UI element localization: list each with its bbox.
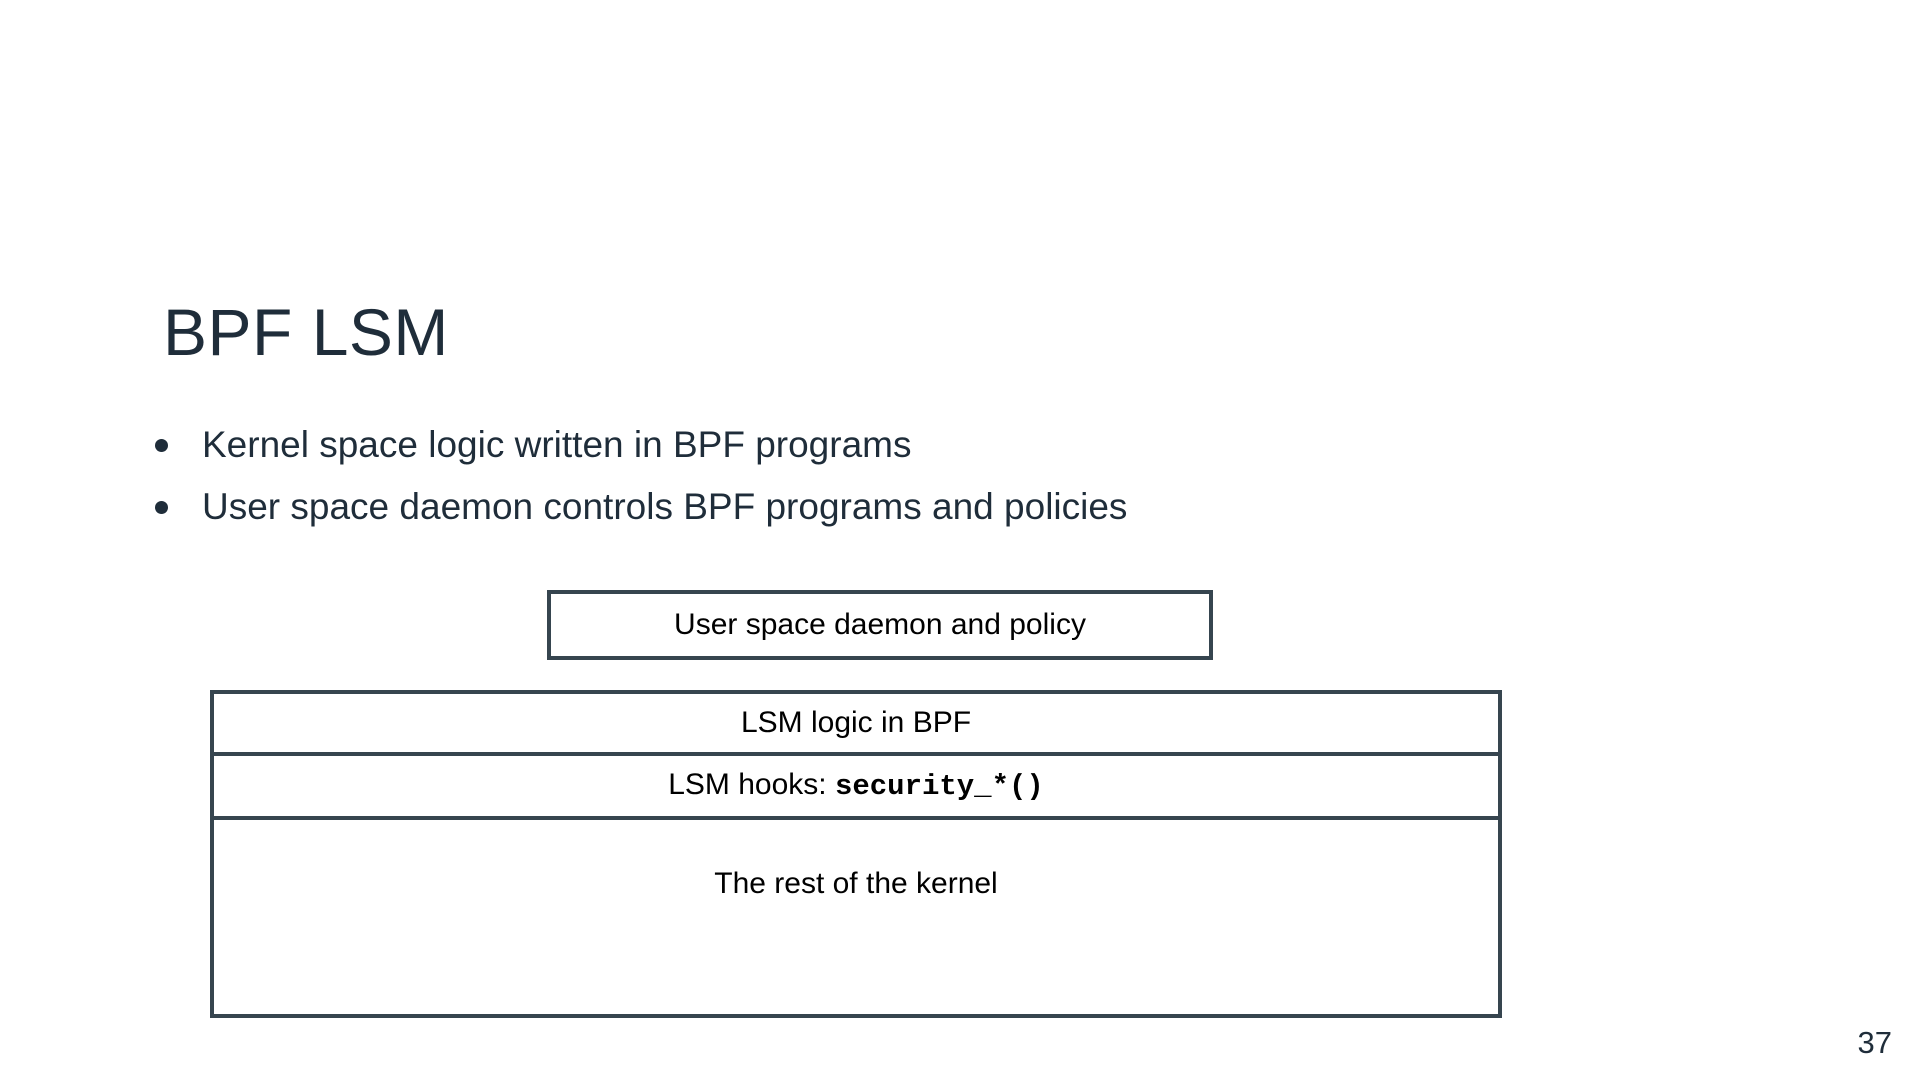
diagram-box-label: LSM logic in BPF bbox=[740, 706, 972, 739]
diagram-box-label: User space daemon and policy bbox=[674, 608, 1086, 641]
diagram-box-label-group: LSM hooks: security_*() bbox=[668, 767, 1044, 805]
diagram-box-label: The rest of the kernel bbox=[714, 867, 998, 900]
page-number: 37 bbox=[1857, 1025, 1892, 1060]
diagram-box-lsm-logic: LSM logic in BPF bbox=[210, 690, 1502, 756]
bullet-dot-icon bbox=[155, 422, 202, 452]
list-item: Kernel space logic written in BPF progra… bbox=[155, 422, 1655, 468]
diagram-box-user-space-daemon: User space daemon and policy bbox=[547, 590, 1213, 660]
diagram-box-lsm-hooks: LSM hooks: security_*() bbox=[210, 752, 1502, 820]
bullet-text: Kernel space logic written in BPF progra… bbox=[202, 424, 912, 465]
lsm-hooks-code: security_*() bbox=[834, 770, 1044, 804]
bullet-text: User space daemon controls BPF programs … bbox=[202, 486, 1128, 528]
bullet-list: Kernel space logic written in BPF progra… bbox=[155, 422, 1655, 547]
lsm-hooks-label: LSM hooks: bbox=[668, 768, 835, 802]
page-title: BPF LSM bbox=[163, 295, 449, 370]
bullet-dot-icon bbox=[155, 484, 202, 515]
diagram-box-rest-of-kernel: The rest of the kernel bbox=[210, 816, 1502, 1018]
list-item: User space daemon controls BPF programs … bbox=[155, 484, 1655, 530]
